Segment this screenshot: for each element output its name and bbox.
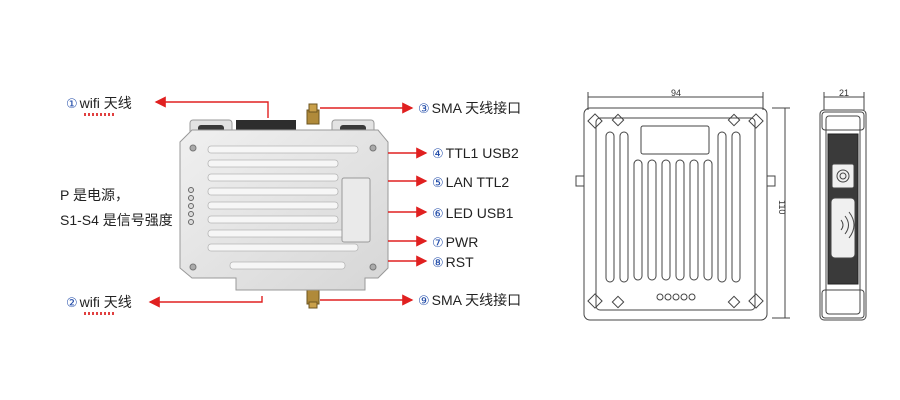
callout-text-1: wifi 天线 bbox=[79, 95, 132, 111]
note-signal-line: S1-S4 是信号强度 bbox=[60, 212, 173, 228]
callout-number-3: ③ bbox=[418, 101, 430, 116]
note-power-line: P 是电源， bbox=[60, 187, 129, 203]
callout-text-8: RST bbox=[445, 254, 474, 270]
callout-number-1: ① bbox=[66, 96, 78, 111]
top-sma-antenna bbox=[306, 103, 320, 125]
callout-text-3: SMA 天线接口 bbox=[431, 100, 522, 116]
callout-text-4: TTL1 USB2 bbox=[445, 145, 519, 161]
callout-number-7: ⑦ bbox=[432, 235, 444, 250]
router-photo bbox=[179, 103, 389, 309]
callout-number-4: ④ bbox=[432, 146, 444, 161]
spellcheck-underline bbox=[84, 113, 114, 116]
dimension-depth-label: 21 bbox=[839, 88, 850, 98]
callout-text-5: LAN TTL2 bbox=[445, 174, 510, 190]
callout-text-6: LED USB1 bbox=[445, 205, 514, 221]
bottom-sma-antenna bbox=[306, 289, 320, 309]
callout-number-5: ⑤ bbox=[432, 175, 444, 190]
callout-text-7: PWR bbox=[445, 234, 479, 250]
side-view-drawing bbox=[819, 92, 867, 321]
front-view-drawing bbox=[575, 92, 790, 321]
callout-number-2: ② bbox=[66, 295, 78, 310]
dimension-height-label: 110 bbox=[777, 200, 787, 215]
callout-number-8: ⑧ bbox=[432, 255, 444, 270]
callout-number-9: ⑨ bbox=[418, 293, 430, 308]
callout-text-2: wifi 天线 bbox=[79, 294, 132, 310]
spellcheck-underline bbox=[84, 312, 114, 315]
callout-number-6: ⑥ bbox=[432, 206, 444, 221]
status-led-column bbox=[188, 187, 194, 225]
callout-text-9: SMA 天线接口 bbox=[431, 292, 522, 308]
dimension-width-label: 94 bbox=[671, 88, 682, 98]
callout-arrows bbox=[148, 96, 428, 308]
